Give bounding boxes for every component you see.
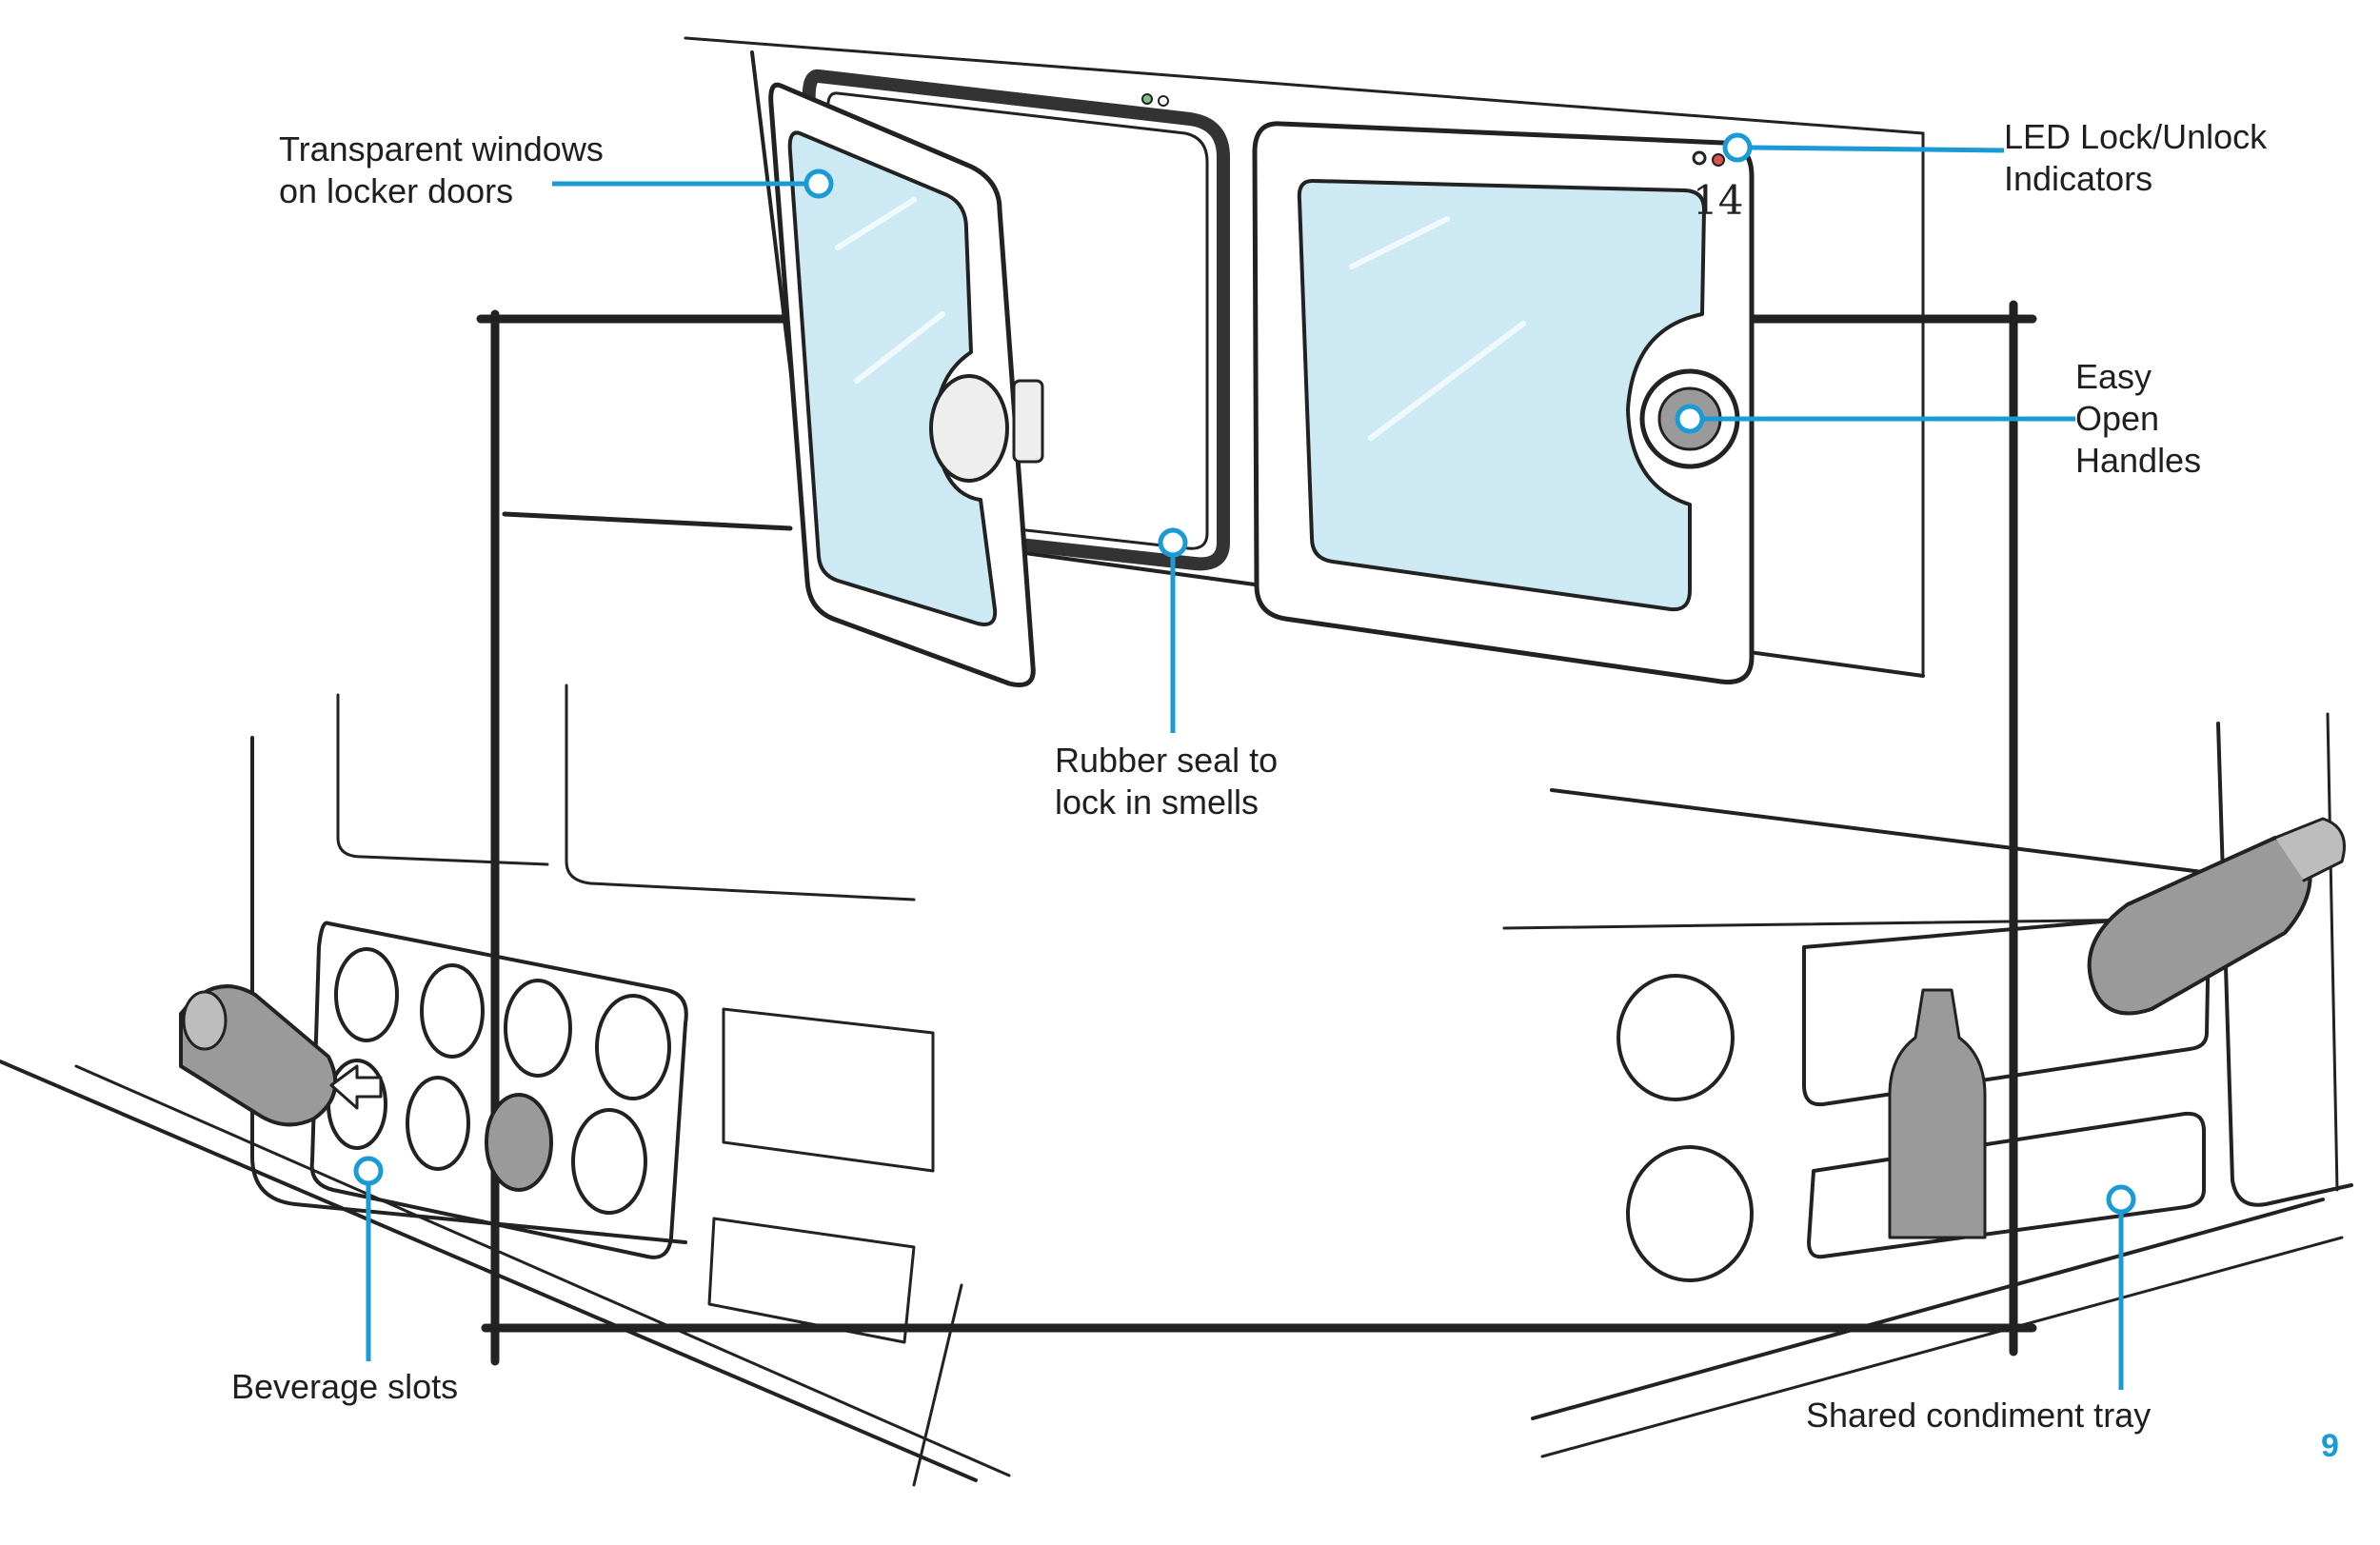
condiment-counter <box>1502 712 2353 1458</box>
callout-transparent-windows <box>552 168 834 199</box>
callout-condiment-tray <box>2106 1184 2136 1390</box>
label-easy-open-handles: Easy Open Handles <box>2075 357 2202 480</box>
page-number: 9 <box>2321 1428 2339 1464</box>
callout-easy-open-handles <box>1675 404 2075 434</box>
rubber-seal-frame <box>802 69 1230 571</box>
label-transparent-windows: Transparent windows on locker doors <box>279 129 604 210</box>
callout-led-indicators <box>1722 132 2005 163</box>
beverage-counter <box>0 683 1011 1487</box>
callout-rubber-seal <box>1158 527 1188 733</box>
label-beverage-slots: Beverage slots <box>231 1367 459 1406</box>
open-locker-door <box>768 82 1044 687</box>
callouts <box>353 132 2136 1390</box>
label-led-indicators: LED Lock/Unlock Indicators <box>2004 117 2268 198</box>
label-condiment-tray: Shared condiment tray <box>1806 1396 2152 1435</box>
callout-beverage-slots <box>353 1156 384 1361</box>
wall-frame <box>476 300 2037 1366</box>
closed-locker-door <box>1141 93 1755 684</box>
locker-number: 14 <box>1693 177 1743 224</box>
label-rubber-seal: Rubber seal to lock in smells <box>1055 741 1279 822</box>
